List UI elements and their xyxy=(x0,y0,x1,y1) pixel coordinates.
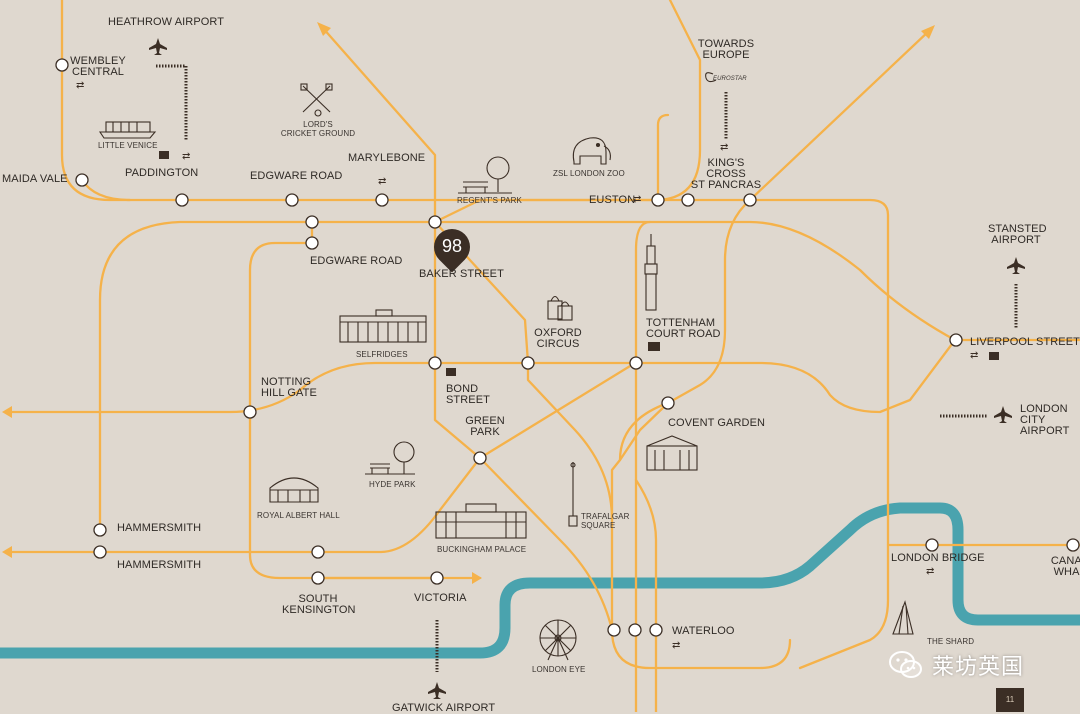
hyde-park-icon xyxy=(365,441,415,475)
stansted-plane-icon xyxy=(1007,257,1025,274)
covent-garden-icon xyxy=(646,435,698,471)
towards-europe[interactable]: TOWARDS EUROPE xyxy=(697,38,755,61)
station-waterloo[interactable]: WATERLOO xyxy=(672,625,735,637)
bt-tower-icon xyxy=(644,234,658,311)
wechat-icon xyxy=(889,651,922,678)
landmark-trafalgar: TRAFALGAR SQUARE xyxy=(581,512,630,530)
station-london-bridge[interactable]: LONDON BRIDGE xyxy=(891,552,985,564)
shopping-bags-icon xyxy=(547,295,573,321)
station-oxford-circus[interactable]: OXFORD CIRCUS xyxy=(534,327,582,350)
station-edgware-road-2[interactable]: EDGWARE ROAD xyxy=(310,255,403,267)
station-edgware-road[interactable]: EDGWARE ROAD xyxy=(250,170,343,182)
shard-icon xyxy=(892,600,914,635)
rail-badge-icon xyxy=(648,342,660,351)
station-liverpool-street[interactable]: LIVERPOOL STREET xyxy=(970,336,1080,348)
albert-hall-icon xyxy=(269,477,319,503)
landmark-the-shard: THE SHARD xyxy=(927,637,975,646)
landmark-little-venice: LITTLE VENICE xyxy=(98,141,158,150)
rail-badge-icon xyxy=(989,352,999,360)
cricket-icon xyxy=(300,83,333,117)
city-plane-icon xyxy=(994,406,1012,423)
airport-links xyxy=(156,64,1018,672)
national-rail-icon: ⇄ xyxy=(76,80,85,91)
route-lines xyxy=(3,0,1080,712)
gatwick-plane-icon xyxy=(428,682,446,699)
national-rail-icon: ⇄ xyxy=(378,176,387,187)
landmark-hyde-park: HYDE PARK xyxy=(369,480,416,489)
station-notting-hill[interactable]: NOTTING HILL GATE xyxy=(261,376,317,399)
station-victoria[interactable]: VICTORIA xyxy=(414,592,467,604)
rail-badge-icon xyxy=(446,368,456,376)
london-eye-icon xyxy=(539,619,577,661)
selfridges-icon xyxy=(339,309,427,343)
rail-badge-icon xyxy=(159,151,169,159)
boat-icon xyxy=(98,121,157,139)
station-hammersmith-2[interactable]: HAMMERSMITH xyxy=(117,559,202,571)
landmark-selfridges: SELFRIDGES xyxy=(356,350,408,359)
national-rail-icon: ⇄ xyxy=(720,142,729,153)
station-bond-street[interactable]: BOND STREET xyxy=(446,383,490,406)
buckingham-palace-icon xyxy=(435,503,527,539)
watermark-text: 莱坊英国 xyxy=(932,654,1025,679)
station-markers xyxy=(55,58,1080,637)
airport-gatwick[interactable]: GATWICK AIRPORT xyxy=(392,702,496,714)
landmark-albert-hall: ROYAL ALBERT HALL xyxy=(257,511,340,520)
river-thames xyxy=(0,502,1080,659)
national-rail-icon: ⇄ xyxy=(672,640,681,651)
national-rail-icon: ⇄ xyxy=(970,350,979,361)
airport-london-city[interactable]: LONDON CITY AIRPORT xyxy=(1020,403,1070,437)
nelsons-column-icon xyxy=(568,462,578,527)
station-south-kensington[interactable]: SOUTH KENSINGTON xyxy=(282,593,356,616)
heathrow-plane-icon xyxy=(149,38,167,55)
landmark-london-eye: LONDON EYE xyxy=(532,665,586,674)
eurostar-logo-text: EUROSTAR xyxy=(713,76,747,82)
station-marylebone[interactable]: MARYLEBONE xyxy=(348,152,426,164)
landmark-london-zoo: ZSL LONDON ZOO xyxy=(553,169,625,178)
station-kings-cross[interactable]: KING'S CROSS ST PANCRAS xyxy=(690,157,762,191)
landmark-lords: LORD'S CRICKET GROUND xyxy=(280,120,356,138)
airport-stansted[interactable]: STANSTED AIRPORT xyxy=(988,223,1047,246)
elephant-icon xyxy=(572,137,611,165)
station-paddington[interactable]: PADDINGTON xyxy=(125,167,199,179)
station-euston[interactable]: EUSTON xyxy=(589,194,636,206)
national-rail-icon: ⇄ xyxy=(926,566,935,577)
station-wembley[interactable]: WEMBLEY CENTRAL xyxy=(70,55,126,78)
station-hammersmith[interactable]: HAMMERSMITH xyxy=(117,522,202,534)
route-arrows xyxy=(2,22,935,584)
airport-heathrow[interactable]: HEATHROW AIRPORT xyxy=(108,16,225,28)
station-tottenham[interactable]: TOTTENHAM COURT ROAD xyxy=(646,317,721,340)
page-number: 11 xyxy=(996,688,1024,712)
station-covent-garden[interactable]: COVENT GARDEN xyxy=(668,417,766,429)
landmark-buckingham: BUCKINGHAM PALACE xyxy=(437,545,527,554)
national-rail-icon: ⇄ xyxy=(182,151,191,162)
property-pin-label: 98 xyxy=(441,236,463,256)
national-rail-icon: ⇄ xyxy=(633,194,642,205)
eurostar-logo-icon xyxy=(705,72,717,83)
wechat-watermark: 莱坊英国 xyxy=(888,648,1024,682)
station-baker-street[interactable]: BAKER STREET xyxy=(419,268,504,280)
station-green-park[interactable]: GREEN PARK xyxy=(465,415,505,438)
landmark-regents-park: REGENT'S PARK xyxy=(457,196,522,205)
tree-bench-icon xyxy=(458,156,512,194)
station-canary-wharf[interactable]: CANARY WHARF xyxy=(1050,555,1080,578)
station-maida-vale[interactable]: MAIDA VALE xyxy=(2,173,68,185)
